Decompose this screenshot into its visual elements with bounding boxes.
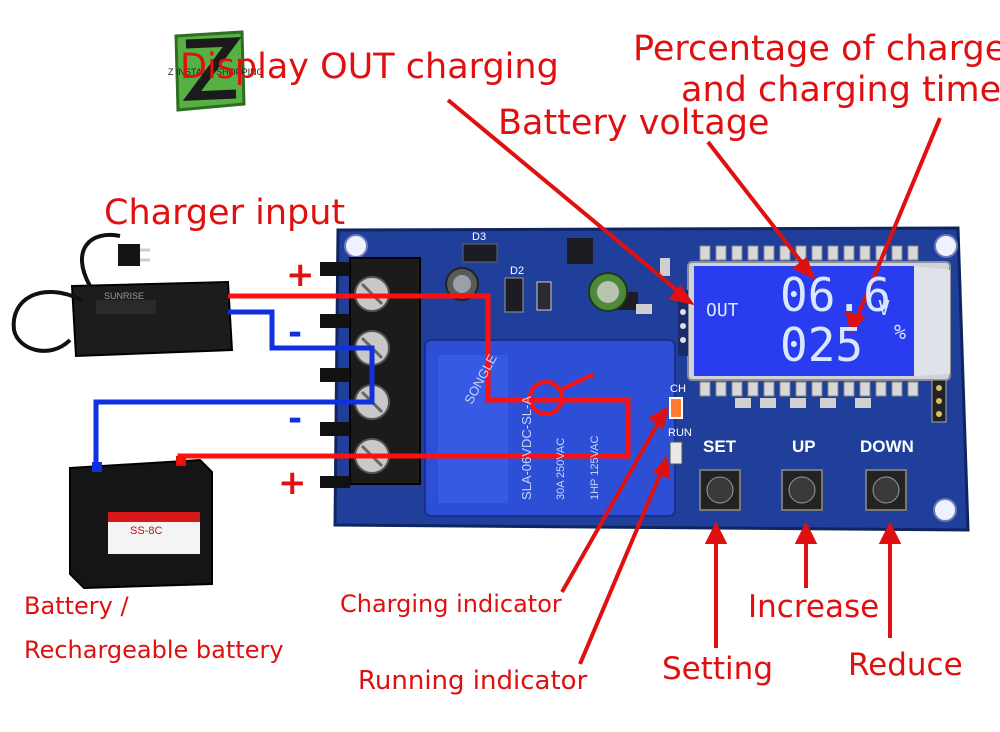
- tactile-buttons: [699, 469, 907, 511]
- terminal-plus-top: +: [286, 255, 315, 295]
- terminal-minus-2: -: [288, 399, 303, 439]
- relay-rating-1: 30A 250VAC: [555, 437, 567, 500]
- charger-brand: SUNRISE: [104, 291, 145, 301]
- lcd-percent-value: 025: [780, 318, 864, 372]
- lcd-pin-header-top: [699, 245, 919, 261]
- wiring: [93, 293, 631, 466]
- label-increase: Increase: [748, 589, 880, 625]
- relay-model: SLA-06VDC-SL-A: [519, 395, 534, 500]
- silk-up: UP: [792, 437, 816, 456]
- silk-d3: D3: [472, 231, 487, 243]
- label-charging-indicator: Charging indicator: [340, 590, 562, 618]
- silk-ch: CH: [670, 383, 686, 395]
- relay: [424, 339, 676, 517]
- silk-d2: D2: [510, 265, 525, 277]
- label-running-indicator: Running indicator: [358, 666, 588, 696]
- silk-down: DOWN: [860, 437, 914, 456]
- leds: [669, 397, 683, 465]
- label-reduce: Reduce: [848, 647, 963, 683]
- silk-run: RUN: [668, 427, 692, 439]
- capacitors: [445, 267, 628, 312]
- lcd-out-text: OUT: [706, 300, 739, 321]
- logo-mark: [174, 30, 246, 112]
- relay-rating-2: 1HP 125VAC: [589, 435, 601, 500]
- smd-components: [462, 238, 947, 423]
- lcd-voltage-value: 06.6: [780, 268, 891, 322]
- label-charger-input: Charger input: [104, 193, 346, 233]
- battery-brand: SS-8C: [130, 525, 163, 537]
- label-setting: Setting: [662, 651, 773, 687]
- mounting-hole: [344, 234, 368, 258]
- terminal-minus-1: -: [288, 313, 303, 353]
- label-percentage-line2: and charging time: [681, 70, 1000, 110]
- label-battery-line2: Rechargeable battery: [24, 636, 284, 664]
- label-percentage-line1: Percentage of charge: [633, 29, 1000, 69]
- battery: [69, 456, 213, 590]
- terminal-plus-bottom: +: [278, 463, 307, 503]
- label-display-out-charging: Display OUT charging: [180, 47, 559, 87]
- label-battery-voltage: Battery voltage: [498, 103, 770, 143]
- charger-adapter: [11, 233, 234, 358]
- lcd-pin-header-bottom: [699, 381, 919, 397]
- logo-text: Z INSTANT SHOPPING: [168, 67, 264, 77]
- mounting-hole: [933, 498, 957, 522]
- lcd-voltage-unit: V: [878, 296, 891, 320]
- mounting-hole: [934, 234, 958, 258]
- lcd-percent-unit: %: [894, 320, 907, 344]
- label-battery-line1: Battery /: [24, 592, 129, 620]
- annotation-arrows: [446, 98, 942, 665]
- screw-terminal: [320, 257, 421, 488]
- silk-set: SET: [703, 437, 737, 456]
